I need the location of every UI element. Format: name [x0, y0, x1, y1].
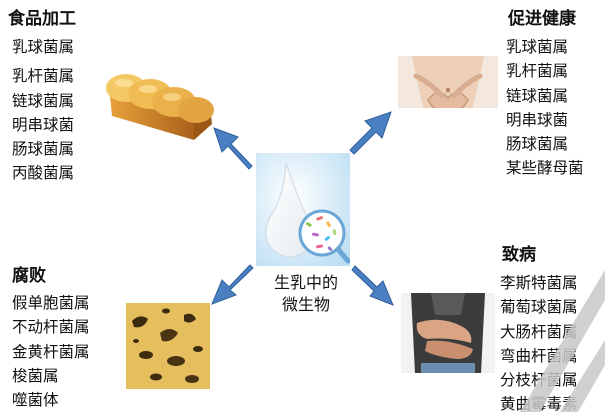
- list-item: 链球菌属: [506, 86, 569, 105]
- spoilage-list: 假单胞菌属 不动杆菌属 金黄杆菌属 梭菌属 噬菌体: [12, 291, 90, 412]
- list-item: 大肠杆菌属: [500, 322, 578, 341]
- list-item: 黄曲霉毒素: [500, 395, 578, 414]
- center-label-line1: 生乳中的: [273, 273, 338, 292]
- list-item: 金黄杆菌属: [12, 342, 90, 361]
- list-item: 假单胞菌属: [12, 294, 90, 312]
- food-processing-list: 乳球菌属 乳杆菌属 链球菌属 明串球菌 肠球菌属 丙酸菌属: [12, 35, 74, 186]
- list-item: 弯曲杆菌属: [500, 346, 578, 365]
- list-item: 明串球菌: [506, 110, 569, 129]
- spoiled-cheese-icon: [126, 303, 210, 389]
- list-item: 乳杆菌属: [12, 67, 75, 86]
- list-item: 不动杆菌属: [12, 318, 90, 337]
- health-list: 乳球菌属 乳杆菌属 链球菌属 明串球菌 肠球菌属 某些酵母菌: [506, 35, 584, 181]
- health-title: 促进健康: [508, 9, 576, 29]
- list-item: 乳杆菌属: [506, 62, 569, 81]
- list-item: 噬菌体: [12, 391, 59, 410]
- list-item: 肠球菌属: [506, 135, 569, 154]
- list-item: 李斯特菌属: [500, 274, 578, 292]
- stomach-pain-icon: [401, 293, 495, 373]
- list-item: 肠球菌属: [12, 140, 75, 159]
- list-item: 丙酸菌属: [12, 164, 75, 183]
- pathogenic-list: 李斯特菌属 葡萄球菌属 大肠杆菌属 弯曲杆菌属 分枝杆菌属 黄曲霉毒素: [500, 271, 578, 417]
- list-item: 乳球菌属: [12, 38, 75, 56]
- pathogenic-title: 致病: [502, 245, 536, 265]
- arrow-to-pathogenic: [351, 265, 394, 306]
- list-item: 某些酵母菌: [506, 159, 584, 178]
- bread-loaf-icon: [102, 62, 220, 144]
- milk-drop-microbes-icon: [256, 153, 350, 266]
- spoilage-title: 腐败: [12, 266, 46, 286]
- list-item: 分枝杆菌属: [500, 371, 578, 390]
- arrow-to-health: [349, 111, 392, 155]
- list-item: 葡萄球菌属: [500, 298, 578, 317]
- list-item: 链球菌属: [12, 91, 75, 110]
- list-item: 梭菌属: [12, 366, 59, 385]
- food-processing-title: 食品加工: [8, 9, 76, 29]
- list-item: 乳球菌属: [506, 38, 569, 56]
- list-item: 明串球菌: [12, 115, 75, 134]
- belly-heart-hands-icon: [398, 56, 498, 119]
- center-label: 生乳中的 微生物: [256, 272, 356, 316]
- center-label-line2: 微生物: [281, 295, 330, 314]
- arrow-to-spoilage: [211, 264, 254, 305]
